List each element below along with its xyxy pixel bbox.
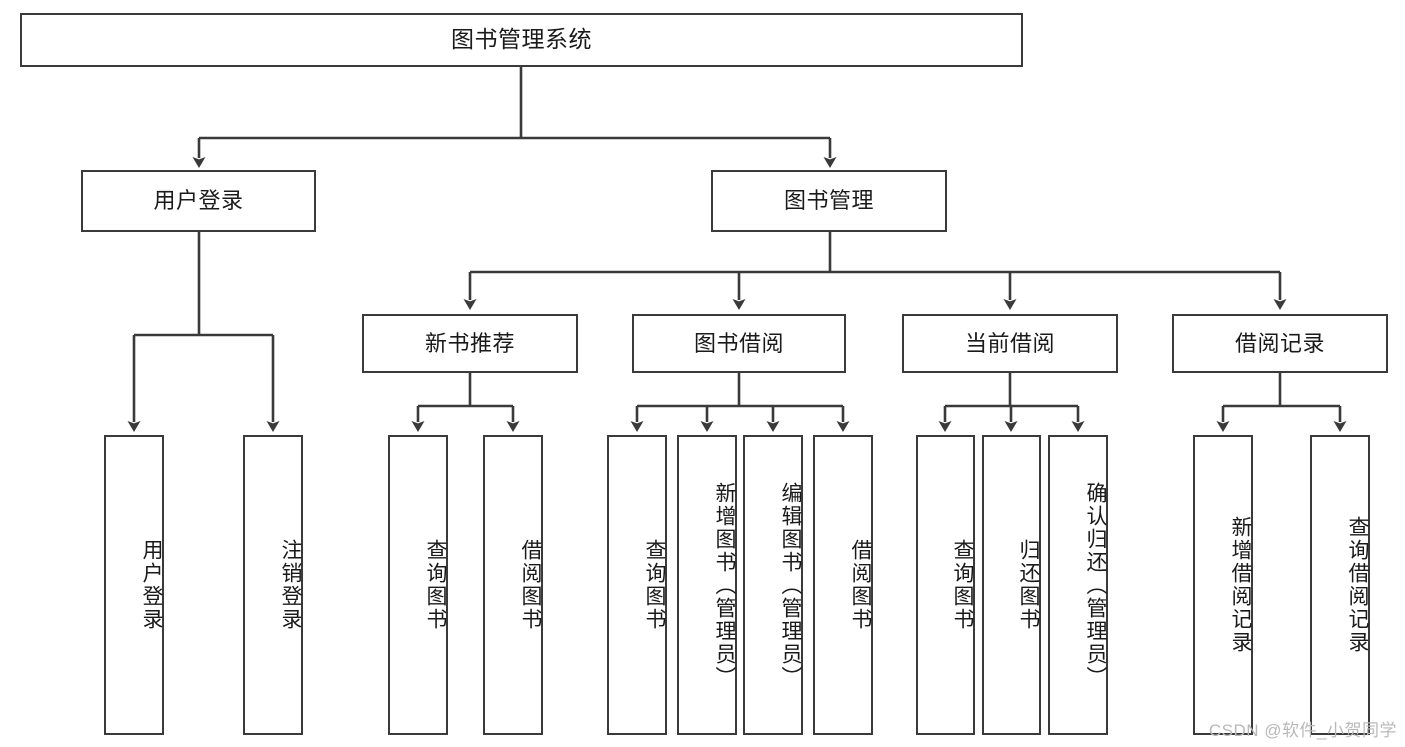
node-book-borrow[interactable]: 图书借阅: [632, 314, 846, 373]
node-leaf-borrow-book-1[interactable]: 借阅图书: [483, 435, 543, 735]
node-current-borrow-label: 当前借阅: [964, 330, 1055, 356]
node-leaf-query-book-2-label: 查询图书: [643, 539, 666, 631]
node-root[interactable]: 图书管理系统: [20, 13, 1023, 67]
node-leaf-return-book-label: 归还图书: [1017, 539, 1040, 631]
node-leaf-user-login[interactable]: 用户登录: [104, 435, 164, 735]
node-leaf-confirm-return-label: 确认归还（管理员）: [1084, 481, 1107, 689]
node-book-borrow-label: 图书借阅: [693, 330, 784, 356]
node-user-login[interactable]: 用户登录: [81, 170, 316, 232]
node-new-book-recommend-label: 新书推荐: [424, 330, 515, 356]
node-leaf-add-record[interactable]: 新增借阅记录: [1193, 435, 1253, 735]
node-leaf-edit-book-label: 编辑图书（管理员）: [779, 481, 802, 689]
node-book-manage-label: 图书管理: [783, 188, 874, 214]
node-leaf-user-login-label: 用户登录: [140, 539, 163, 631]
node-leaf-borrow-book-2[interactable]: 借阅图书: [813, 435, 873, 735]
node-leaf-query-book-3-label: 查询图书: [951, 539, 974, 631]
node-leaf-edit-book[interactable]: 编辑图书（管理员）: [743, 435, 803, 735]
node-leaf-query-book-1-label: 查询图书: [424, 539, 447, 631]
node-user-login-label: 用户登录: [153, 188, 244, 214]
node-leaf-query-book-1[interactable]: 查询图书: [388, 435, 448, 735]
node-leaf-query-record[interactable]: 查询借阅记录: [1310, 435, 1370, 735]
node-leaf-borrow-book-2-label: 借阅图书: [849, 539, 872, 631]
node-root-label: 图书管理系统: [451, 26, 592, 53]
node-leaf-add-book-label: 新增图书（管理员）: [713, 481, 736, 689]
watermark: CSDN @软件_小贺同学: [1208, 721, 1397, 740]
node-leaf-add-book[interactable]: 新增图书（管理员）: [677, 435, 737, 735]
node-leaf-confirm-return[interactable]: 确认归还（管理员）: [1048, 435, 1108, 735]
node-leaf-borrow-book-1-label: 借阅图书: [519, 539, 542, 631]
node-leaf-return-book[interactable]: 归还图书: [982, 435, 1041, 735]
node-borrow-record-label: 借阅记录: [1234, 330, 1325, 356]
node-book-manage[interactable]: 图书管理: [711, 170, 947, 232]
node-leaf-query-book-2[interactable]: 查询图书: [607, 435, 667, 735]
node-new-book-recommend[interactable]: 新书推荐: [362, 314, 578, 373]
node-leaf-user-logout-label: 注销登录: [279, 539, 302, 631]
node-borrow-record[interactable]: 借阅记录: [1172, 314, 1388, 373]
node-leaf-query-book-3[interactable]: 查询图书: [916, 435, 975, 735]
node-leaf-add-record-label: 新增借阅记录: [1229, 516, 1252, 654]
node-current-borrow[interactable]: 当前借阅: [902, 314, 1118, 373]
node-leaf-user-logout[interactable]: 注销登录: [243, 435, 303, 735]
node-leaf-query-record-label: 查询借阅记录: [1346, 516, 1369, 654]
